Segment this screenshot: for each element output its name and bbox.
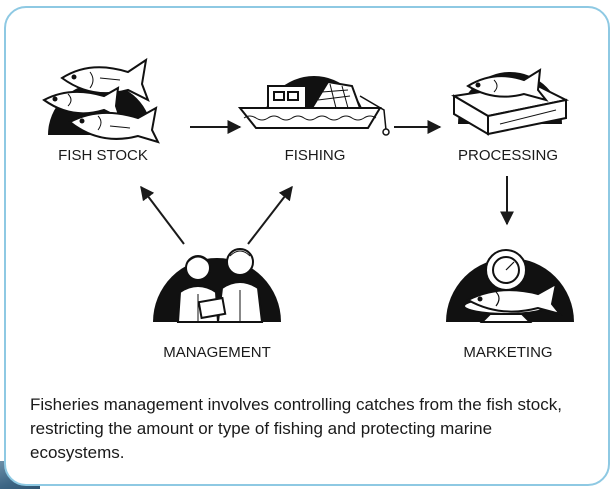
node-label-fishing: FISHING xyxy=(284,147,346,164)
managers-icon xyxy=(153,248,281,323)
fish-school-icon xyxy=(42,57,160,144)
arrow-management-to-fishstock xyxy=(140,185,185,245)
fish-crate-icon xyxy=(451,68,570,136)
node-label-processing: PROCESSING xyxy=(457,147,559,164)
fisheries-diagram xyxy=(42,57,574,323)
fishing-boat-icon xyxy=(237,76,390,136)
scale-fish-icon xyxy=(446,249,574,323)
diagram-caption: Fisheries management involves controllin… xyxy=(30,395,562,462)
node-label-management: MANAGEMENT xyxy=(163,344,271,361)
node-label-marketing: MARKETING xyxy=(463,344,553,361)
node-label-fish-stock: FISH STOCK xyxy=(58,147,148,164)
arrow-management-to-fishing xyxy=(247,185,293,245)
